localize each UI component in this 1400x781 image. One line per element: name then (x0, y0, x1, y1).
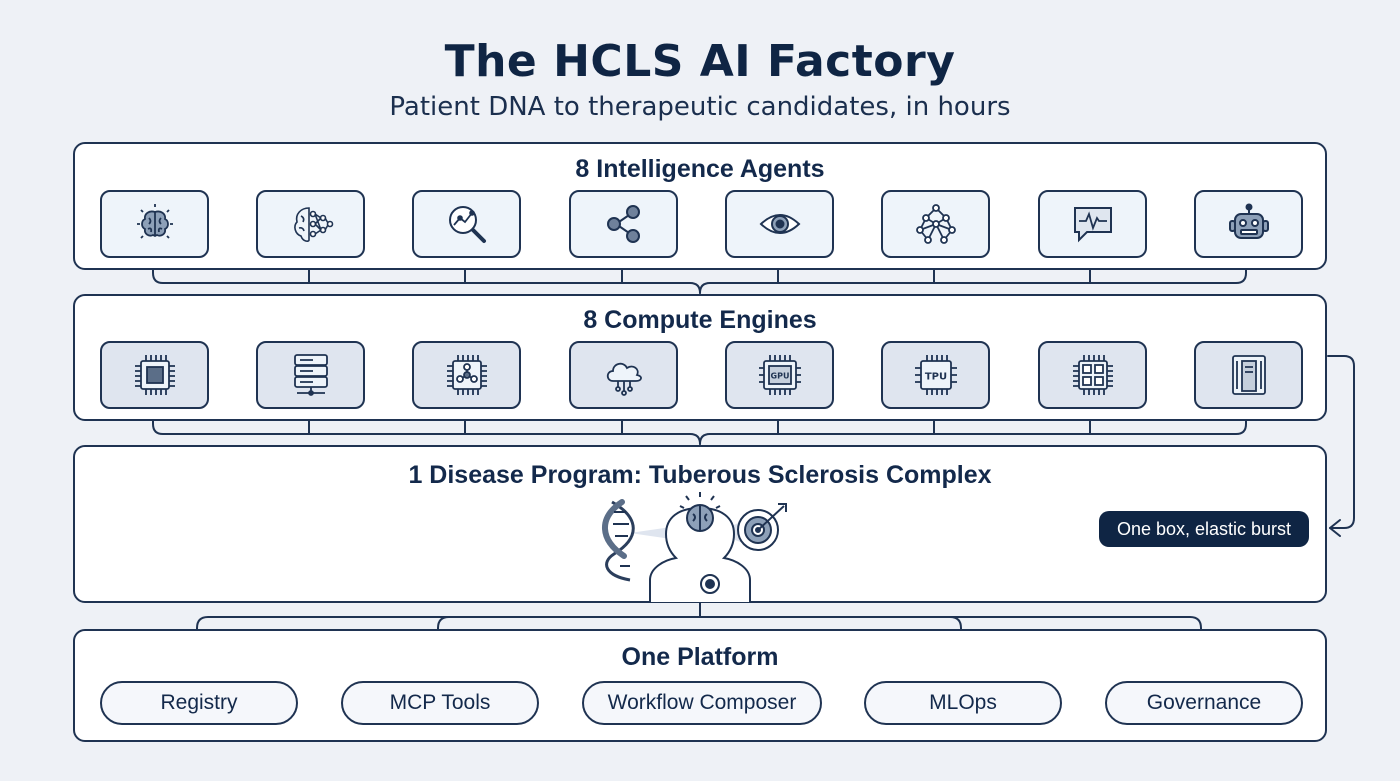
dna-helix-icon (602, 499, 635, 582)
agents-panel: 8 Intelligence Agents (73, 142, 1327, 270)
engine-tile-cpu[interactable] (100, 341, 209, 409)
cloud-compute-icon (606, 362, 642, 396)
gpu-label: GPU (770, 372, 789, 381)
engine-tile-tpu[interactable]: TPU (881, 341, 990, 409)
grid-chip-icon (1072, 355, 1113, 395)
engines-panel: 8 Compute Engines (73, 294, 1327, 421)
page-subtitle: Patient DNA to therapeutic candidates, i… (389, 92, 1011, 122)
platform-item-workflow-composer[interactable]: Workflow Composer (582, 681, 822, 725)
program-title: 1 Disease Program: Tuberous Sclerosis Co… (408, 461, 992, 489)
disease-program-illustration (602, 492, 787, 602)
robot-icon (1228, 203, 1269, 239)
target-icon (737, 503, 787, 551)
agent-tile-analytics[interactable] (412, 190, 521, 258)
agents-title: 8 Intelligence Agents (575, 155, 825, 183)
engine-tile-gpu[interactable]: GPU (725, 341, 834, 409)
platform-item-mcp-tools[interactable]: MCP Tools (341, 681, 539, 725)
platform-title: One Platform (621, 643, 779, 671)
analytics-search-icon (448, 206, 486, 243)
neural-network-icon (293, 207, 333, 242)
platform-item-registry[interactable]: Registry (100, 681, 298, 725)
agent-tile-brain[interactable] (100, 190, 209, 258)
tpu-label: TPU (924, 372, 946, 383)
cpu-chip-icon (134, 355, 175, 395)
agent-tile-share[interactable] (569, 190, 678, 258)
server-tower-icon (1231, 355, 1266, 395)
tpu-chip-icon: TPU (914, 355, 957, 395)
agent-tile-network[interactable] (881, 190, 990, 258)
server-rack-icon (293, 354, 328, 396)
engine-tile-tower[interactable] (1194, 341, 1303, 409)
platform-item-mlops[interactable]: MLOps (864, 681, 1062, 725)
engine-tile-molecule[interactable] (412, 341, 521, 409)
person-brain-icon (649, 492, 751, 602)
engine-tile-cloud[interactable] (569, 341, 678, 409)
agent-tile-eye[interactable] (725, 190, 834, 258)
platform-panel: One Platform Registry MCP Tools Workflow… (73, 629, 1327, 742)
agent-tile-heartbeat[interactable] (1038, 190, 1147, 258)
gpu-chip-icon: GPU (758, 355, 801, 395)
engines-title: 8 Compute Engines (583, 306, 817, 334)
eye-icon (759, 214, 800, 234)
page-title: The HCLS AI Factory (444, 36, 956, 87)
network-graph-icon (915, 204, 956, 244)
elastic-burst-badge: One box, elastic burst (1099, 511, 1309, 547)
agent-tile-robot[interactable] (1194, 190, 1303, 258)
platform-item-governance[interactable]: Governance (1105, 681, 1303, 725)
brain-icon (136, 204, 173, 239)
engine-tile-grid[interactable] (1038, 341, 1147, 409)
agent-tile-neural-network[interactable] (256, 190, 365, 258)
heartbeat-chat-icon (1073, 207, 1112, 243)
share-nodes-icon (606, 205, 640, 243)
engine-tile-server[interactable] (256, 341, 365, 409)
molecule-chip-icon (446, 355, 487, 395)
